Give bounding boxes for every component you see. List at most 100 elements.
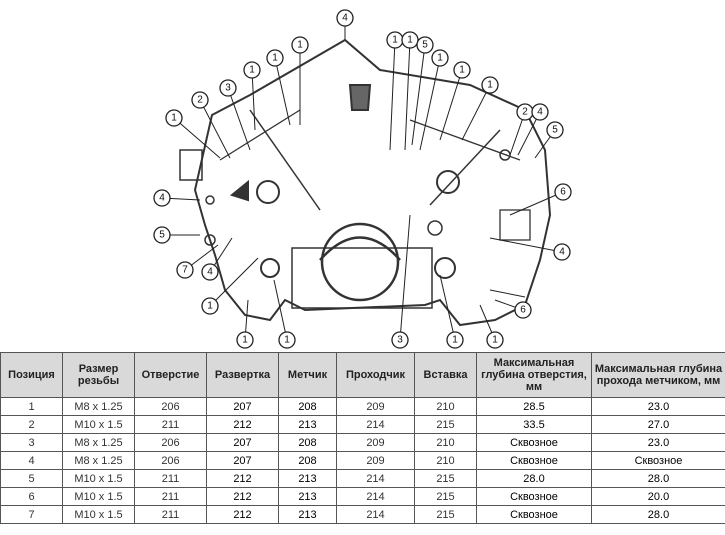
table-cell: 3 [0, 433, 63, 452]
table-cell: M10 x 1.5 [62, 415, 135, 434]
table-cell: M10 x 1.5 [62, 487, 135, 506]
callout-6-b: 6 [514, 301, 532, 319]
callout-4-c: 4 [553, 243, 571, 261]
table-cell: 212 [206, 505, 279, 524]
svg-text:6: 6 [520, 305, 526, 316]
table-cell: 208 [278, 433, 337, 452]
callout-1-c: 1 [243, 61, 261, 79]
svg-text:4: 4 [559, 247, 565, 258]
table-cell: 211 [134, 487, 207, 506]
callout-4-b: 4 [531, 103, 549, 121]
callout-3-b: 3 [391, 331, 409, 349]
callout-1-i: 1 [481, 76, 499, 94]
engine-block-outline [179, 38, 552, 327]
table-cell: Сквозное [476, 451, 592, 470]
table-cell: 214 [336, 487, 415, 506]
table-cell: 5 [0, 469, 63, 488]
table-cell: 33.5 [476, 415, 592, 434]
table-cell: 213 [278, 469, 337, 488]
table-cell: 212 [206, 415, 279, 434]
svg-text:5: 5 [552, 125, 558, 136]
table-cell: 28.0 [591, 469, 725, 488]
table-cell: 212 [206, 487, 279, 506]
table-cell: M10 x 1.5 [62, 469, 135, 488]
callout-6-a: 6 [554, 183, 572, 201]
table-cell: M10 x 1.5 [62, 505, 135, 524]
header-hole: Отверстие [134, 352, 207, 398]
svg-text:3: 3 [225, 83, 231, 94]
table-cell: 209 [336, 397, 415, 416]
table-cell: 211 [134, 469, 207, 488]
callout-2-b: 2 [516, 103, 534, 121]
svg-text:4: 4 [342, 13, 348, 24]
svg-text:1: 1 [242, 335, 248, 346]
callout-1-h: 1 [453, 61, 471, 79]
table-cell: 212 [206, 469, 279, 488]
table-cell: 214 [336, 415, 415, 434]
table-cell: 213 [278, 415, 337, 434]
table-cell: 27.0 [591, 415, 725, 434]
table-cell: 211 [134, 505, 207, 524]
svg-text:6: 6 [560, 187, 566, 198]
svg-text:1: 1 [249, 65, 255, 76]
table-cell: 23.0 [591, 433, 725, 452]
table-cell: 28.5 [476, 397, 592, 416]
table-cell: 211 [134, 415, 207, 434]
callout-1-n: 1 [486, 331, 504, 349]
header-reamer: Развертка [206, 352, 279, 398]
callout-1-j: 1 [201, 297, 219, 315]
callout-labels: 4 1 1 1 3 2 1 1 1 5 1 1 1 2 4 5 6 4 4 5 … [153, 9, 572, 349]
table-cell: 213 [278, 505, 337, 524]
callout-5-b: 5 [546, 121, 564, 139]
callout-1-g: 1 [431, 49, 449, 67]
table-cell: 210 [414, 397, 477, 416]
svg-text:1: 1 [207, 301, 213, 312]
callout-7: 7 [176, 261, 194, 279]
svg-text:1: 1 [392, 35, 398, 46]
table-cell: 209 [336, 451, 415, 470]
table-cell: 210 [414, 451, 477, 470]
callout-5-c: 5 [153, 226, 171, 244]
callout-2-a: 2 [191, 91, 209, 109]
callout-1-b: 1 [266, 49, 284, 67]
svg-text:1: 1 [284, 335, 290, 346]
svg-text:1: 1 [407, 35, 413, 46]
threads-table: Позиция Размер резьбы Отверстие Развертк… [0, 352, 725, 524]
table-cell: 214 [336, 505, 415, 524]
svg-text:5: 5 [159, 230, 165, 241]
table-cell: M8 x 1.25 [62, 433, 135, 452]
table-cell: 1 [0, 397, 63, 416]
table-cell: 213 [278, 487, 337, 506]
table-cell: 214 [336, 469, 415, 488]
callout-4-top: 4 [336, 9, 354, 27]
table-cell: Сквозное [476, 505, 592, 524]
engine-block-diagram: 4 1 1 1 3 2 1 1 1 5 1 1 1 2 4 5 6 4 4 5 … [153, 9, 572, 349]
table-cell: 2 [0, 415, 63, 434]
table-cell: 210 [414, 433, 477, 452]
table-cell: 215 [414, 487, 477, 506]
svg-text:4: 4 [537, 107, 543, 118]
svg-text:2: 2 [197, 95, 203, 106]
table-cell: 207 [206, 397, 279, 416]
table-cell: 207 [206, 451, 279, 470]
header-tap: Метчик [278, 352, 337, 398]
leader-lines [161, 18, 564, 341]
table-cell: 7 [0, 505, 63, 524]
svg-text:7: 7 [182, 265, 188, 276]
table-cell: 208 [278, 397, 337, 416]
table-cell: 206 [134, 397, 207, 416]
header-max-hole-depth: Максимальная глубина отверстия, мм [476, 352, 592, 398]
svg-text:1: 1 [487, 80, 493, 91]
header-position: Позиция [0, 352, 63, 398]
callout-1-m: 1 [446, 331, 464, 349]
callout-4-e: 4 [201, 263, 219, 281]
table-cell: 207 [206, 433, 279, 452]
svg-text:1: 1 [437, 53, 443, 64]
table-cell: 6 [0, 487, 63, 506]
table-cell: Сквозное [476, 487, 592, 506]
